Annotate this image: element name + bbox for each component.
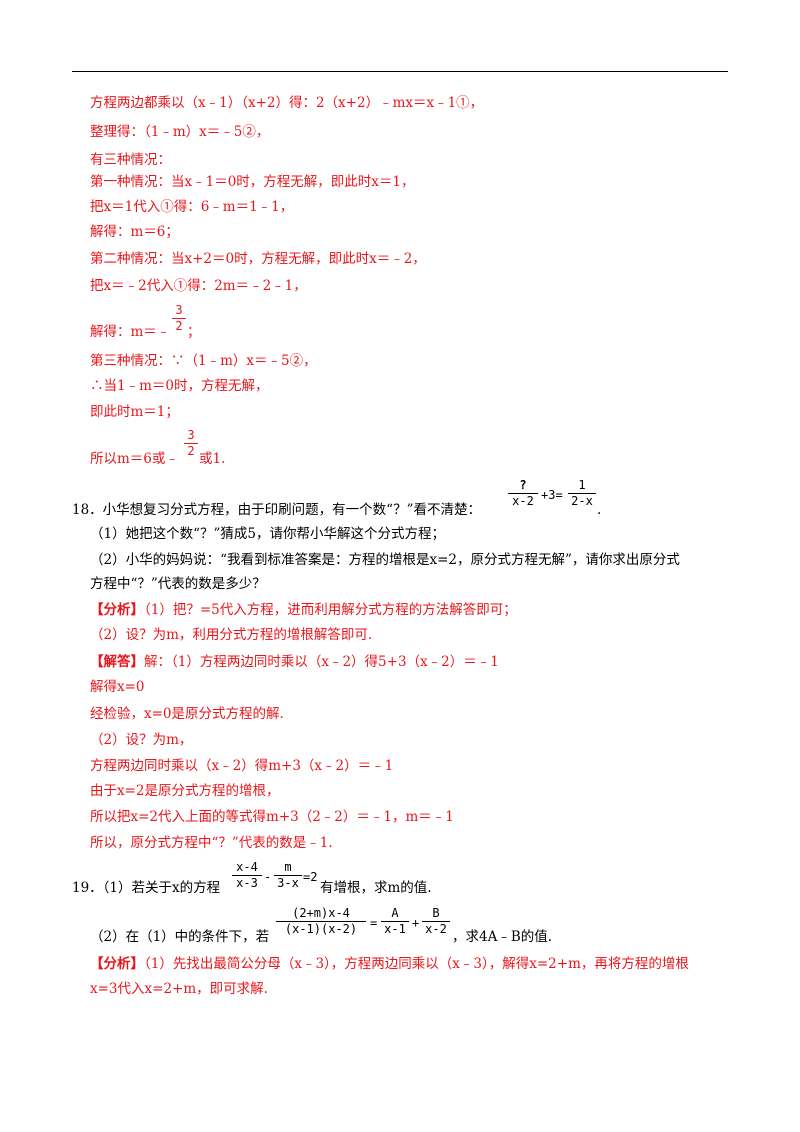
fraction-three-halves: 3 2 bbox=[172, 303, 186, 334]
sol17-line3: 有三种情况： bbox=[90, 152, 171, 168]
fraction-numerator: A bbox=[391, 906, 399, 920]
problem19-stem-post: 有增根，求m的值. bbox=[320, 880, 432, 896]
analysis-tag: 【分析】 bbox=[90, 956, 144, 972]
fraction-denominator: (x-1)(x-2) bbox=[284, 922, 358, 936]
fraction-bar bbox=[381, 921, 409, 922]
sol17-line11: ∴当1﹣m＝0时，方程无解， bbox=[90, 378, 269, 394]
fraction-numerator: 3 bbox=[187, 428, 195, 442]
fraction-denominator: 2 bbox=[187, 444, 195, 458]
fraction-numerator: m bbox=[284, 860, 292, 874]
problem19-q2-post: ，求4A﹣B的值. bbox=[452, 929, 553, 945]
fraction-denominator: x-2 bbox=[425, 922, 447, 936]
problem19-fraction1: x-4 x-3 bbox=[232, 860, 262, 891]
problem19-fraction3: (2+m)x-4 (x-1)(x-2) bbox=[276, 906, 366, 937]
problem18-answer5: 方程两边同时乘以（x﹣2）得m+3（x﹣2）＝﹣1 bbox=[90, 758, 394, 774]
problem18-answer3: 经检验，x=0是原分式方程的解. bbox=[90, 706, 284, 722]
problem18-eq-end: . bbox=[597, 502, 602, 518]
answer-text: 解：（1）方程两边同时乘以（x﹣2）得5+3（x﹣2）＝﹣1 bbox=[144, 654, 499, 670]
sol17-line1: 方程两边都乘以（x﹣1）（x+2）得：2（x+2）﹣mx＝x﹣1①， bbox=[90, 95, 484, 111]
problem19-fraction5: B x-2 bbox=[422, 906, 450, 937]
problem18-analysis2: （2）设？为m，利用分式方程的增根解答即可. bbox=[90, 627, 373, 643]
fraction-denominator: 2-x bbox=[571, 494, 593, 508]
fraction-denominator: 2 bbox=[175, 319, 183, 333]
sol17-line9-post: ； bbox=[187, 324, 201, 340]
fraction-denominator: x-2 bbox=[512, 494, 534, 508]
analysis-text: （1）先找出最简公分母（x﹣3），方程两边同乘以（x﹣3），解得x=2+m，再将… bbox=[144, 956, 689, 972]
problem18-q2a: （2）小华的妈妈说：“我看到标准答案是：方程的增根是x=2，原分式方程无解”，请… bbox=[90, 552, 680, 568]
fraction-denominator: x-1 bbox=[384, 922, 406, 936]
fraction-bar bbox=[508, 493, 538, 494]
sol17-line12: 即此时m＝1； bbox=[90, 404, 179, 420]
problem19-analysis1: 【分析】（1）先找出最简公分母（x﹣3），方程两边同乘以（x﹣3），解得x=2+… bbox=[90, 954, 689, 974]
problem19-plus: + bbox=[412, 916, 420, 930]
problem19-fraction4: A x-1 bbox=[381, 906, 409, 937]
answer-tag: 【解答】 bbox=[90, 654, 144, 670]
fraction-numerator: (2+m)x-4 bbox=[292, 906, 350, 920]
analysis-text: （1）把？=5代入方程，进而利用解分式方程的方法解答即可； bbox=[144, 602, 517, 618]
problem18-eq-mid: +3= bbox=[541, 488, 563, 502]
analysis-tag: 【分析】 bbox=[90, 602, 144, 618]
sol17-line2: 整理得：（1﹣m）x＝﹣5②， bbox=[90, 124, 270, 140]
problem18-analysis1: 【分析】（1）把？=5代入方程，进而利用解分式方程的方法解答即可； bbox=[90, 600, 517, 620]
sol17-line13-pre: 所以m＝6或﹣ bbox=[90, 451, 179, 467]
problem18-q1: （1）她把这个数“？”猜成5，请你帮小华解这个分式方程； bbox=[90, 526, 445, 542]
problem18-answer2: 解得x=0 bbox=[90, 679, 145, 695]
problem19-eq2: =2 bbox=[303, 870, 318, 884]
problem19-eq: = bbox=[370, 916, 378, 930]
problem18-answer4: （2）设？为m， bbox=[90, 732, 193, 748]
header-rule bbox=[72, 71, 728, 72]
problem18-fraction-left: ? x-2 bbox=[508, 478, 538, 509]
fraction-numerator: x-4 bbox=[236, 860, 258, 874]
fraction-bar bbox=[274, 875, 302, 876]
problem19-q2-pre: （2）在（1）中的条件下，若 bbox=[90, 929, 270, 945]
fraction-bar bbox=[568, 493, 596, 494]
fraction-numerator: ? bbox=[519, 478, 527, 492]
problem18-answer8: 所以，原分式方程中“？”代表的数是﹣1. bbox=[90, 835, 333, 851]
problem18-fraction-right: 1 2-x bbox=[568, 478, 596, 509]
sol17-line13-post: 或1. bbox=[199, 451, 226, 467]
sol17-line8: 把x＝﹣2代入①得：2m＝﹣2﹣1， bbox=[90, 278, 307, 294]
sol17-line10: 第三种情况：∵（1﹣m）x＝﹣5②， bbox=[90, 353, 317, 369]
sol17-line7: 第二种情况：当x+2＝0时，方程无解，即此时x＝﹣2， bbox=[90, 251, 426, 267]
sol17-line5: 把x＝1代入①得：6﹣m＝1﹣1， bbox=[90, 199, 294, 215]
problem19-analysis2: x=3代入x=2+m，即可求解. bbox=[90, 981, 268, 997]
problem18-answer1: 【解答】解：（1）方程两边同时乘以（x﹣2）得5+3（x﹣2）＝﹣1 bbox=[90, 652, 499, 672]
sol17-line4: 第一种情况：当x﹣1＝0时，方程无解，即此时x＝1， bbox=[90, 174, 415, 190]
problem18-answer7: 所以把x=2代入上面的等式得m+3（2﹣2）＝﹣1，m＝﹣1 bbox=[90, 809, 454, 825]
problem19-stem-pre: 19．（1）若关于x的方程 bbox=[72, 880, 221, 896]
problem18-q2b: 方程中“？”代表的数是多少？ bbox=[90, 576, 266, 592]
problem18-answer6: 由于x=2是原分式方程的增根， bbox=[90, 783, 280, 799]
fraction-denominator: x-3 bbox=[236, 876, 258, 890]
fraction-three-halves-2: 3 2 bbox=[184, 428, 198, 459]
problem19-minus: - bbox=[264, 870, 272, 884]
problem19-fraction2: m 3-x bbox=[274, 860, 302, 891]
problem18-stem: 18．小华想复习分式方程，由于印刷问题，有一个数“？”看不清楚： bbox=[72, 502, 481, 518]
sol17-line6: 解得：m＝6； bbox=[90, 224, 179, 240]
fraction-bar bbox=[184, 443, 198, 444]
fraction-bar bbox=[172, 318, 186, 319]
fraction-bar bbox=[232, 875, 262, 876]
fraction-bar bbox=[422, 921, 450, 922]
fraction-numerator: B bbox=[432, 906, 440, 920]
fraction-bar bbox=[276, 921, 366, 922]
fraction-numerator: 1 bbox=[578, 478, 586, 492]
fraction-numerator: 3 bbox=[175, 303, 183, 317]
fraction-denominator: 3-x bbox=[277, 876, 299, 890]
sol17-line9-pre: 解得：m＝﹣ bbox=[90, 324, 171, 340]
